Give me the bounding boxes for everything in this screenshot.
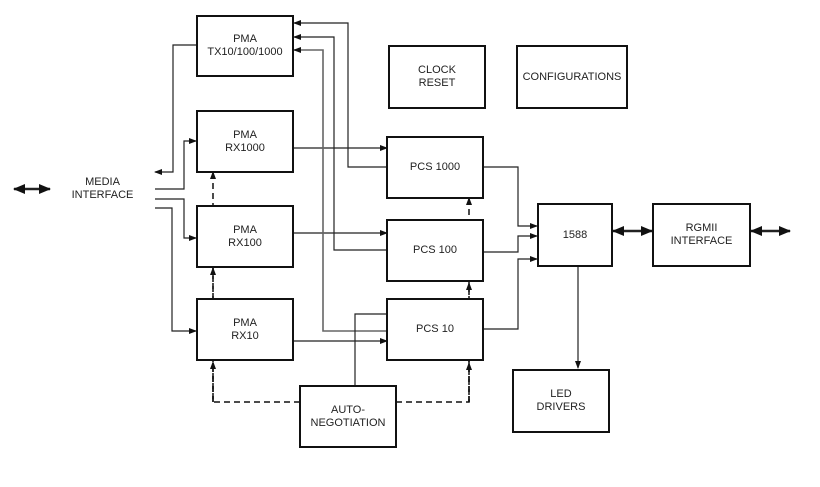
pcs100-block: PCS 100 <box>386 219 484 282</box>
configurations-block: CONFIGURATIONS <box>516 45 628 109</box>
block-label: PCS 10 <box>416 323 454 335</box>
block-label: TX10/100/1000 <box>207 46 283 58</box>
led-drivers-block: LED DRIVERS <box>512 369 610 433</box>
1588-block: 1588 <box>537 203 613 267</box>
media-interface-line1: MEDIA <box>85 176 120 188</box>
rgmii-interface-block: RGMII INTERFACE <box>652 203 751 267</box>
tx-to-media-line <box>154 44 196 175</box>
block-label: PCS 1000 <box>409 161 461 173</box>
pcs10-to-1588-line <box>484 256 538 330</box>
pcs100-to-1588-line <box>484 233 538 253</box>
block-label: PMA <box>233 33 257 45</box>
block-label: INTERFACE <box>670 235 733 247</box>
block-label: RGMII <box>685 222 718 234</box>
media-interface-label: MEDIA INTERFACE <box>55 176 150 202</box>
auto-negotiation-block: AUTO- NEGOTIATION <box>299 385 397 448</box>
block-label: PMA <box>233 128 257 141</box>
pma-tx-block: PMA TX10/100/1000 <box>196 15 294 77</box>
block-label: PCS 100 <box>412 244 458 256</box>
block-label: CONFIGURATIONS <box>522 70 622 83</box>
block-label: DRIVERS <box>536 401 586 413</box>
pcs1000-block: PCS 1000 <box>386 136 484 199</box>
autoneg-to-pcs10-line <box>354 313 387 385</box>
block-label: RX1000 <box>225 141 265 154</box>
pma-rx1000-block: PMA RX1000 <box>196 110 294 173</box>
media-to-rx1000-line <box>155 138 197 190</box>
pcs1000-to-tx-line <box>293 20 387 168</box>
pma-rx100-block: PMA RX100 <box>196 205 294 268</box>
clock-reset-block: CLOCK RESET <box>388 45 486 109</box>
block-label: RX10 <box>231 329 259 342</box>
media-to-rx10-line <box>155 207 197 334</box>
block-label: PMA <box>233 223 257 236</box>
block-label: RESET <box>418 77 456 89</box>
block-label: AUTO- <box>330 403 366 416</box>
block-label: CLOCK <box>418 64 456 76</box>
block-label: 1588 <box>562 228 588 241</box>
block-label: NEGOTIATION <box>310 416 386 429</box>
media-interface-line2: INTERFACE <box>71 189 134 201</box>
block-label: LED <box>550 388 572 400</box>
pcs1000-to-1588-line <box>484 166 538 229</box>
media-to-rx100-line <box>155 198 197 241</box>
pma-rx10-block: PMA RX10 <box>196 298 294 361</box>
block-label: RX100 <box>228 236 262 249</box>
pcs100-to-tx-line <box>293 34 387 251</box>
pcs10-to-tx-line <box>293 47 387 332</box>
pcs10-block: PCS 10 <box>386 298 484 361</box>
block-label: PMA <box>233 316 257 329</box>
